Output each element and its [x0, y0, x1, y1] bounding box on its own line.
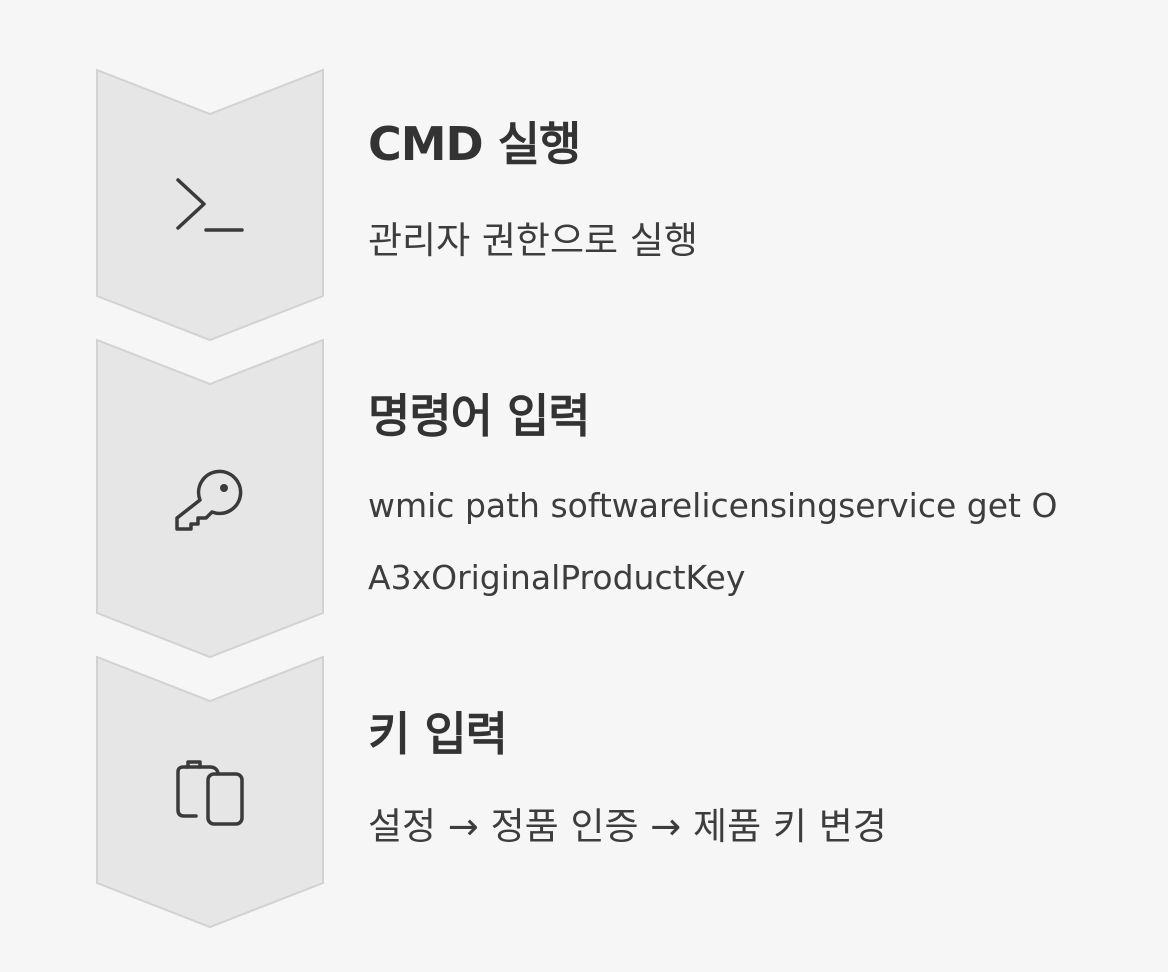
- step-1-title: CMD 실행: [368, 117, 581, 171]
- step-3-description: 설정 → 정품 인증 → 제품 키 변경: [368, 805, 887, 848]
- step-2-chevron: [96, 338, 324, 659]
- terminal-icon: [176, 178, 244, 232]
- step-2-description: wmic path softwarelicensingservice get O…: [368, 486, 1058, 597]
- step-3-chevron: [96, 655, 324, 929]
- step-3-title: 키 입력: [368, 707, 508, 761]
- step-1-chevron: [96, 68, 324, 342]
- key-icon: [175, 469, 243, 531]
- step-1-description: 관리자 권한으로 실행: [368, 219, 698, 262]
- clipboard-icon: [176, 760, 244, 826]
- step-2-title: 명령어 입력: [368, 389, 591, 443]
